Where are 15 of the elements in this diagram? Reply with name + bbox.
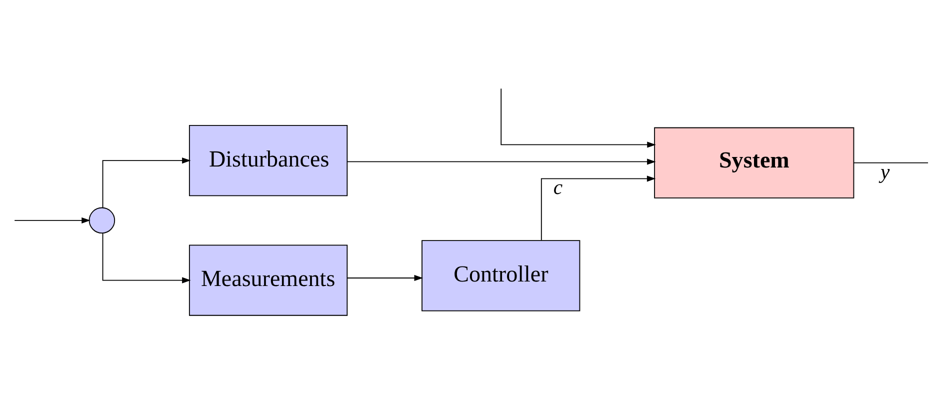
arrow <box>346 158 656 165</box>
arrow <box>346 274 424 282</box>
connector <box>853 162 928 164</box>
node-box: Controller <box>422 240 580 312</box>
arrow <box>14 217 90 224</box>
arrow <box>500 88 656 148</box>
node-box: Disturbances <box>188 124 348 196</box>
node-circle <box>88 207 116 234</box>
arrow <box>102 157 191 208</box>
node-box: Measurements <box>188 244 348 316</box>
edge-label: y <box>880 161 890 184</box>
edge-label: c <box>553 177 563 200</box>
node-box: System <box>654 127 854 198</box>
arrow <box>540 176 656 241</box>
arrow <box>102 232 191 284</box>
